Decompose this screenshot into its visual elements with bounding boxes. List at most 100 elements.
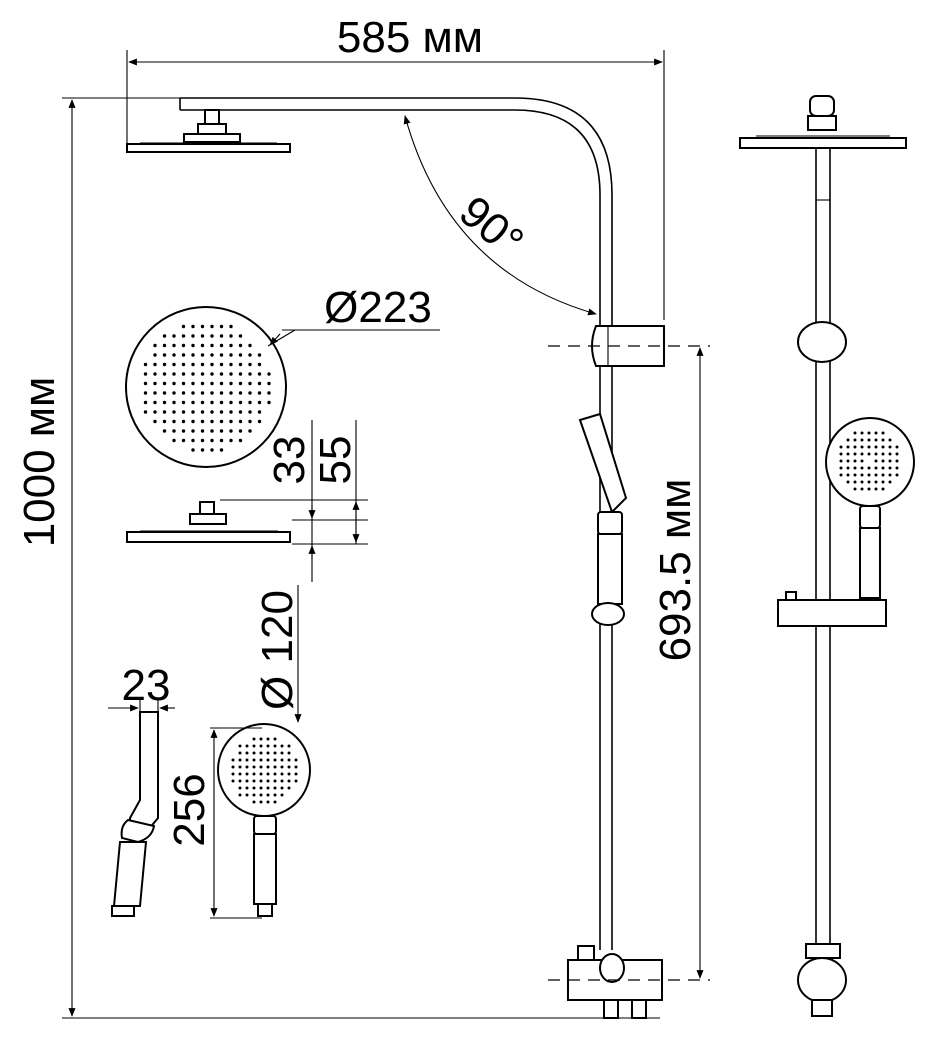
nozzle-dot	[238, 372, 243, 376]
nozzle-dot	[229, 381, 233, 386]
nozzle-dot	[191, 343, 195, 348]
nozzle-dot	[238, 751, 242, 755]
nozzle-dot	[172, 381, 176, 386]
nozzle-dot	[191, 391, 195, 395]
nozzle-dot	[172, 362, 176, 367]
nozzle-dot	[219, 381, 224, 386]
nozzle-dot	[172, 391, 176, 395]
nozzle-dot	[200, 353, 205, 357]
nozzle-dot	[248, 410, 252, 414]
nozzle-dot	[181, 429, 186, 433]
nozzle-dot	[248, 419, 252, 424]
nozzle-dot	[181, 334, 186, 338]
nozzle-dot	[238, 429, 243, 433]
nozzle-dot	[181, 362, 186, 367]
nozzle-dot	[853, 431, 857, 435]
nozzle-dot	[229, 334, 233, 338]
nozzle-dot	[181, 343, 186, 348]
nozzle-dot	[867, 480, 871, 484]
nozzle-dot	[881, 445, 885, 449]
nozzle-dot	[219, 324, 224, 329]
nozzle-dot	[287, 779, 291, 783]
nozzle-dot	[172, 438, 176, 443]
nozzle-dot	[252, 758, 256, 762]
nozzle-dot	[888, 480, 892, 484]
nozzle-dot	[181, 419, 186, 424]
nozzle-dot	[238, 779, 242, 783]
nozzle-dot	[287, 751, 291, 755]
nozzle-dot	[181, 324, 186, 329]
nozzle-dot	[245, 751, 249, 755]
nozzle-dot	[252, 786, 256, 790]
nozzle-dot	[860, 459, 864, 463]
nozzle-dot	[238, 758, 242, 762]
nozzle-dot	[245, 744, 249, 748]
nozzle-dot	[252, 751, 256, 755]
nozzle-dot	[229, 419, 233, 424]
nozzle-dot	[853, 480, 857, 484]
nozzle-dot	[257, 391, 262, 395]
nozzle-dot	[853, 452, 857, 456]
nozzle-dot	[259, 765, 263, 769]
nozzle-dot	[219, 448, 224, 452]
nozzle-dot	[153, 362, 157, 367]
nozzle-dot	[867, 487, 871, 491]
nozzle-dot	[839, 445, 843, 449]
nozzle-dot	[266, 765, 270, 769]
nozzle-dot	[191, 353, 195, 357]
nozzle-dot	[181, 381, 186, 386]
nozzle-dot	[210, 324, 214, 329]
nozzle-dot	[238, 786, 242, 790]
overhead-head-top-view: Ø223	[125, 283, 440, 468]
nozzle-dot	[257, 419, 262, 424]
nozzle-dot	[172, 429, 176, 433]
nozzle-dot	[200, 391, 205, 395]
nozzle-dot	[191, 429, 195, 433]
nozzle-dot	[867, 466, 871, 470]
nozzle-dot	[153, 400, 157, 405]
nozzle-dot	[229, 391, 233, 395]
nozzle-dot	[287, 786, 291, 790]
nozzle-dot	[210, 448, 214, 452]
nozzle-dot	[257, 362, 262, 367]
nozzle-dot	[280, 744, 284, 748]
nozzle-dot	[888, 452, 892, 456]
nozzle-dot	[200, 324, 205, 329]
nozzle-dot	[191, 419, 195, 424]
nozzle-dot	[219, 429, 224, 433]
nozzle-dot	[162, 429, 167, 433]
nozzle-dot	[191, 372, 195, 376]
slider-height-label: 693.5 мм	[651, 479, 700, 662]
nozzle-dot	[210, 343, 214, 348]
nozzle-dot	[248, 362, 252, 367]
nozzle-dot	[280, 772, 284, 776]
nozzle-dot	[252, 793, 256, 797]
nozzle-dot	[219, 419, 224, 424]
nozzle-dot	[266, 751, 270, 755]
nozzle-dot	[881, 452, 885, 456]
nozzle-dot	[294, 758, 298, 762]
nozzle-dot	[881, 466, 885, 470]
nozzle-dot	[200, 448, 205, 452]
handle-side-view: 23	[108, 661, 175, 917]
handle-width-label: 23	[122, 661, 171, 710]
nozzle-dot	[231, 758, 235, 762]
nozzle-dot	[266, 779, 270, 783]
nozzle-dot	[867, 431, 871, 435]
nozzle-dot	[219, 334, 224, 338]
nozzle-dot	[172, 400, 176, 405]
nozzle-dot	[257, 381, 262, 386]
nozzle-dot	[210, 438, 214, 443]
nozzle-dot	[229, 400, 233, 405]
nozzle-dot	[200, 400, 205, 405]
nozzle-dot	[231, 765, 235, 769]
nozzle-dot	[273, 765, 277, 769]
nozzle-dot	[257, 353, 262, 357]
nozzle-dot	[888, 466, 892, 470]
nozzle-dot	[259, 744, 263, 748]
nozzle-dot	[229, 353, 233, 357]
nozzle-dot	[200, 410, 205, 414]
nozzle-dot	[273, 779, 277, 783]
nozzle-dot	[172, 372, 176, 376]
